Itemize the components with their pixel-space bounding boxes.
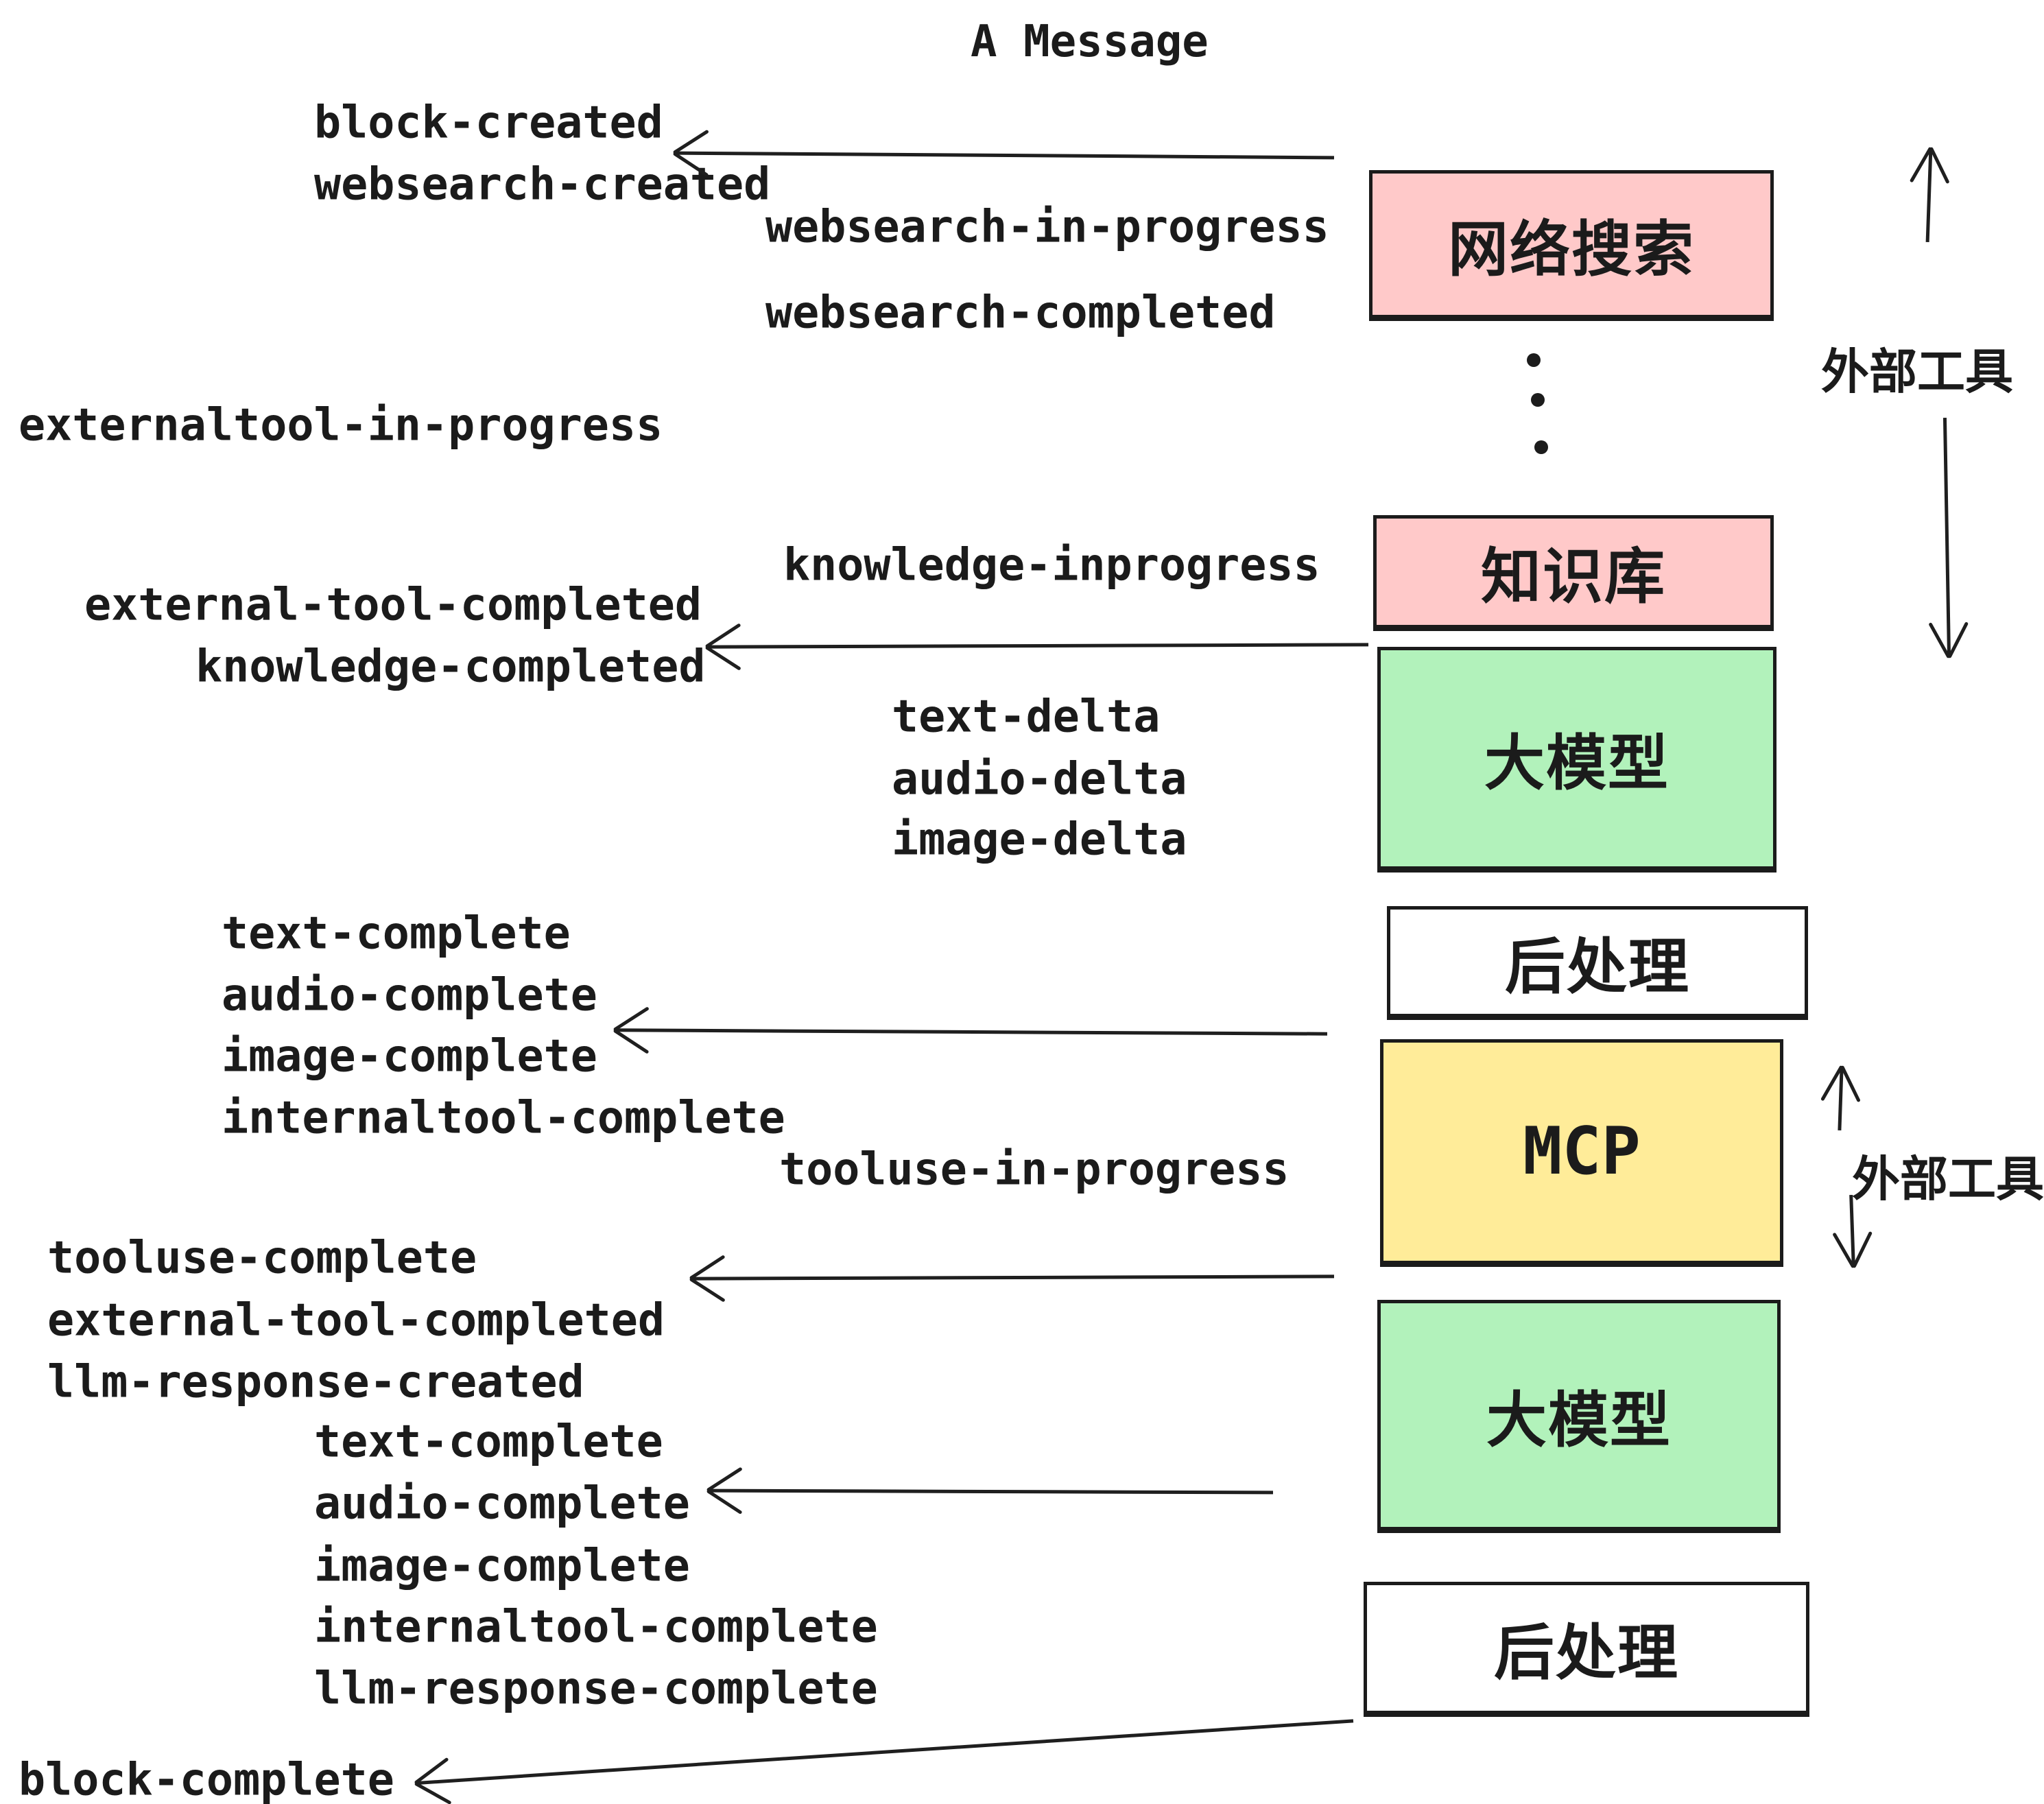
- box-knowledge: 知识库: [1373, 515, 1774, 631]
- event-audio-delta: audio-delta: [892, 753, 1187, 805]
- external-tools-down-arrow-1: [1942, 417, 1951, 657]
- box-postprocess-2: 后处理: [1364, 1582, 1809, 1717]
- event-text-complete-2: text-complete: [314, 1416, 663, 1468]
- box-websearch: 网络搜索: [1369, 170, 1774, 321]
- event-block-complete: block-complete: [19, 1754, 394, 1804]
- event-audio-complete-2: audio-complete: [314, 1477, 690, 1530]
- arrow-external-tool-completed-left: [691, 1274, 1335, 1281]
- arrow-block-complete-left: [416, 1719, 1354, 1785]
- event-websearch-created: websearch-created: [314, 158, 771, 211]
- event-block-created: block-created: [314, 97, 663, 149]
- event-audio-complete: audio-complete: [222, 969, 597, 1021]
- event-knowledge-completed: knowledge-completed: [195, 641, 706, 693]
- external-tools-label-2: 外部工具: [1852, 1152, 2044, 1206]
- arrow-image-complete-left: [615, 1028, 1328, 1036]
- box-llm-2: 大模型: [1377, 1300, 1781, 1533]
- event-tooluse-complete: tooluse-complete: [47, 1232, 477, 1284]
- ellipsis-dot: [1534, 440, 1548, 454]
- event-websearch-in-progress: websearch-in-progress: [765, 201, 1329, 253]
- external-tools-up-arrow-1: [1925, 148, 1933, 243]
- event-externaltool-in-progress: externaltool-in-progress: [19, 399, 663, 451]
- event-text-complete: text-complete: [222, 907, 571, 960]
- box-mcp: MCP: [1380, 1039, 1783, 1267]
- external-tools-label-1: 外部工具: [1821, 345, 2013, 399]
- event-websearch-completed: websearch-completed: [765, 287, 1276, 339]
- event-external-tool-completed-2: external-tool-completed: [47, 1294, 665, 1346]
- event-image-complete: image-complete: [222, 1030, 597, 1082]
- diagram-title: A Message: [971, 16, 1209, 67]
- event-internaltool-complete-2: internaltool-complete: [314, 1601, 878, 1653]
- event-internaltool-complete: internaltool-complete: [222, 1092, 785, 1144]
- event-text-delta: text-delta: [892, 691, 1161, 743]
- external-tools-up-arrow-2: [1838, 1067, 1844, 1131]
- arrow-block-created-left: [675, 151, 1335, 160]
- event-llm-response-complete: llm-response-complete: [314, 1663, 878, 1715]
- event-external-tool-completed: external-tool-completed: [84, 579, 702, 631]
- event-tooluse-in-progress: tooluse-in-progress: [779, 1143, 1290, 1196]
- event-image-complete-2: image-complete: [314, 1540, 690, 1592]
- ellipsis-dot: [1527, 353, 1541, 367]
- event-knowledge-inprogress: knowledge-inprogress: [783, 539, 1320, 591]
- arrow-knowledge-completed-left: [707, 643, 1369, 649]
- ellipsis-dot: [1531, 393, 1545, 407]
- event-llm-response-created: llm-response-created: [47, 1356, 584, 1408]
- event-image-delta: image-delta: [892, 814, 1187, 866]
- arrow-audio-complete-left: [709, 1488, 1274, 1495]
- box-postprocess-1: 后处理: [1387, 906, 1808, 1020]
- box-llm-1: 大模型: [1377, 647, 1776, 873]
